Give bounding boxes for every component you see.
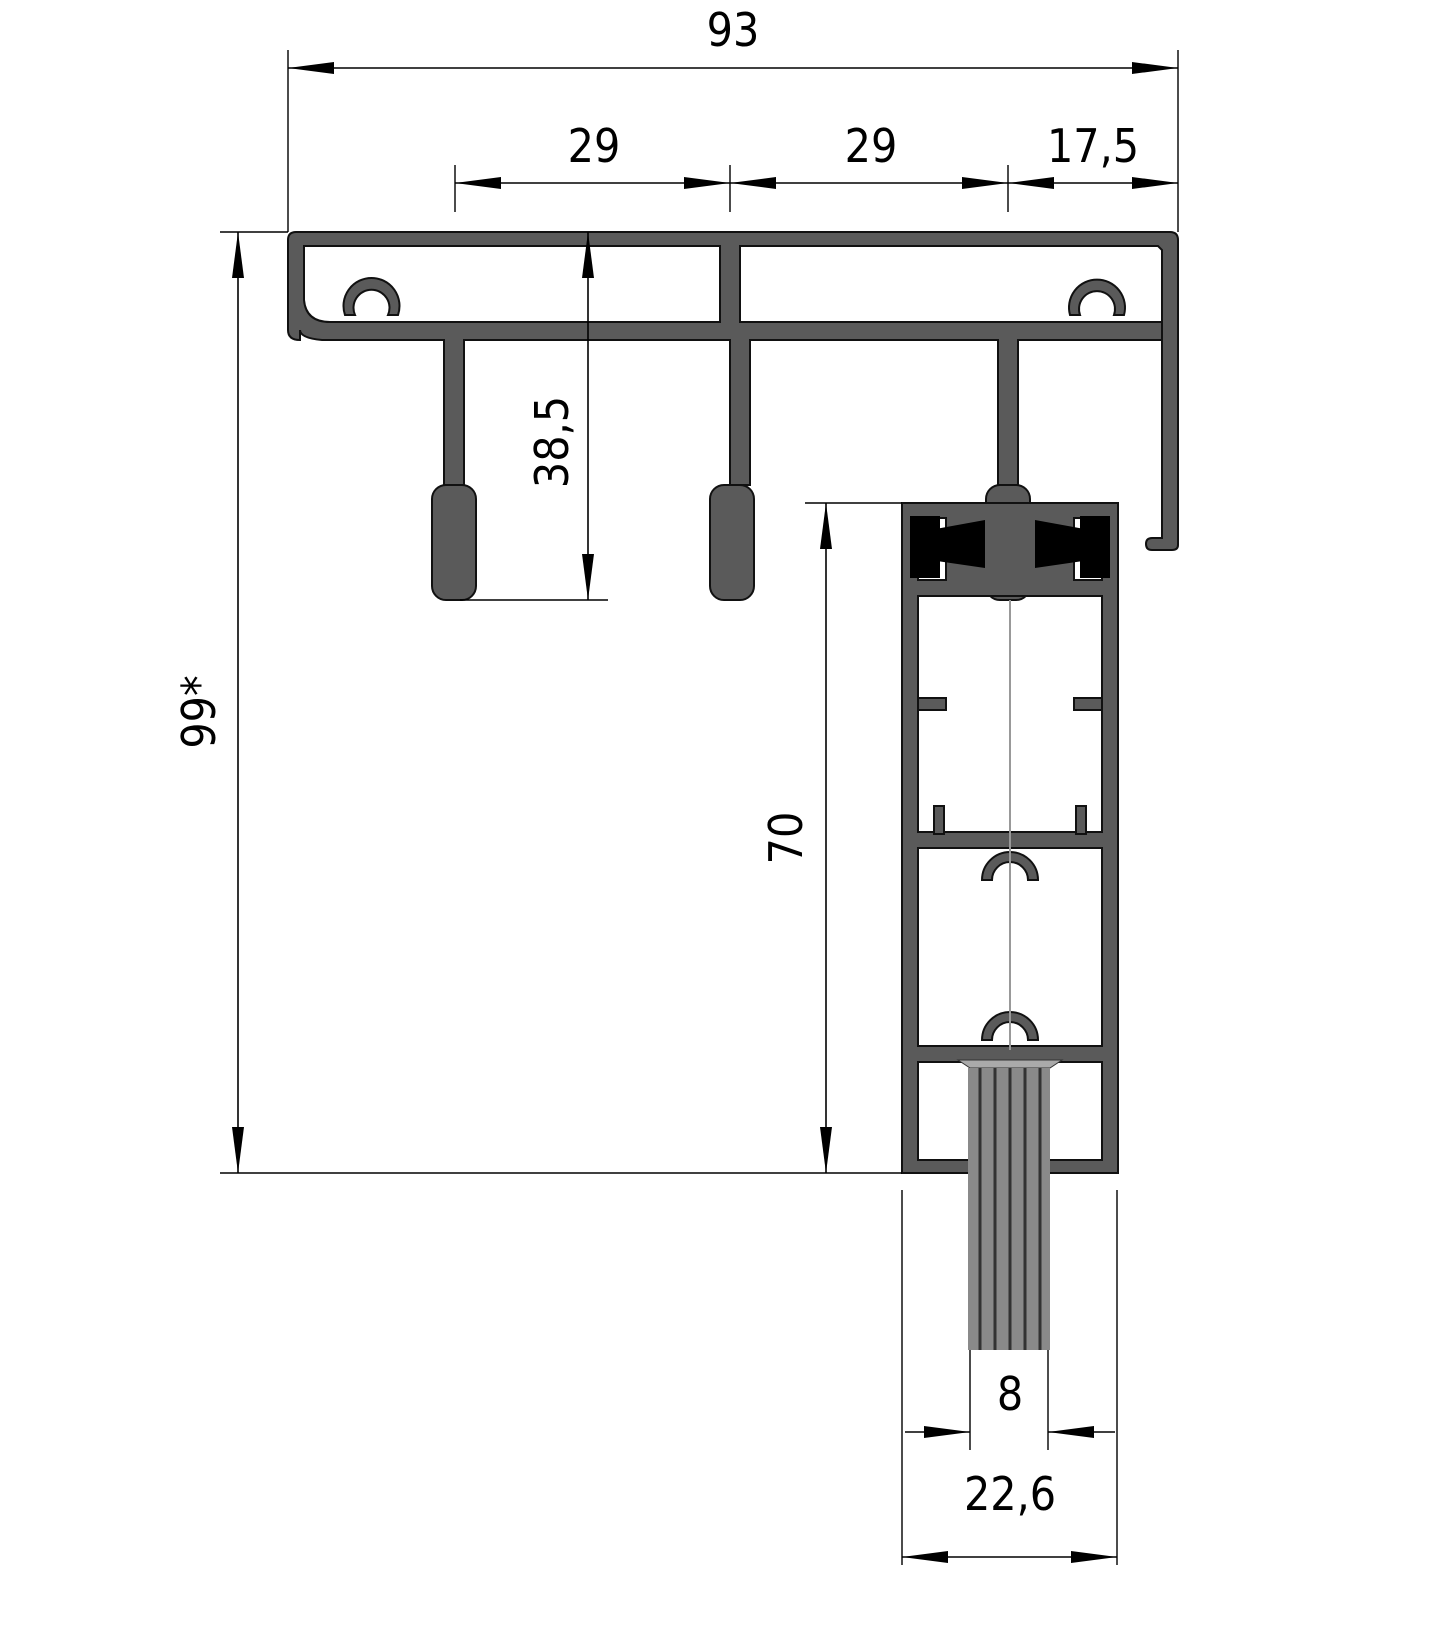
brush-seal [956,1059,1064,1350]
dim-frame-width: 22,6 [964,1467,1056,1521]
dim-segment-3: 17,5 [1047,119,1139,173]
stem-bulb-2 [709,484,755,601]
dim-segment-1: 29 [568,119,621,173]
dim-overall-width: 93 [707,3,760,57]
seal-left [930,520,985,568]
dimension-labels: 93 29 29 17,5 99* 38,5 70 8 22,6 [172,3,1139,1521]
screw-channel-right [1068,278,1126,316]
dim-segment-2: 29 [845,119,898,173]
vertical-profile [901,502,1119,1174]
dim-overall-height: 99* [172,675,226,748]
dim-stem-depth: 38,5 [525,396,579,488]
stem-bulb-1 [431,484,477,601]
screw-channel-left [342,277,401,316]
dimension-lines [232,62,1178,1563]
seal-right [1035,520,1090,568]
dim-frame-height: 70 [759,812,813,865]
dim-brush-width: 8 [997,1367,1023,1421]
